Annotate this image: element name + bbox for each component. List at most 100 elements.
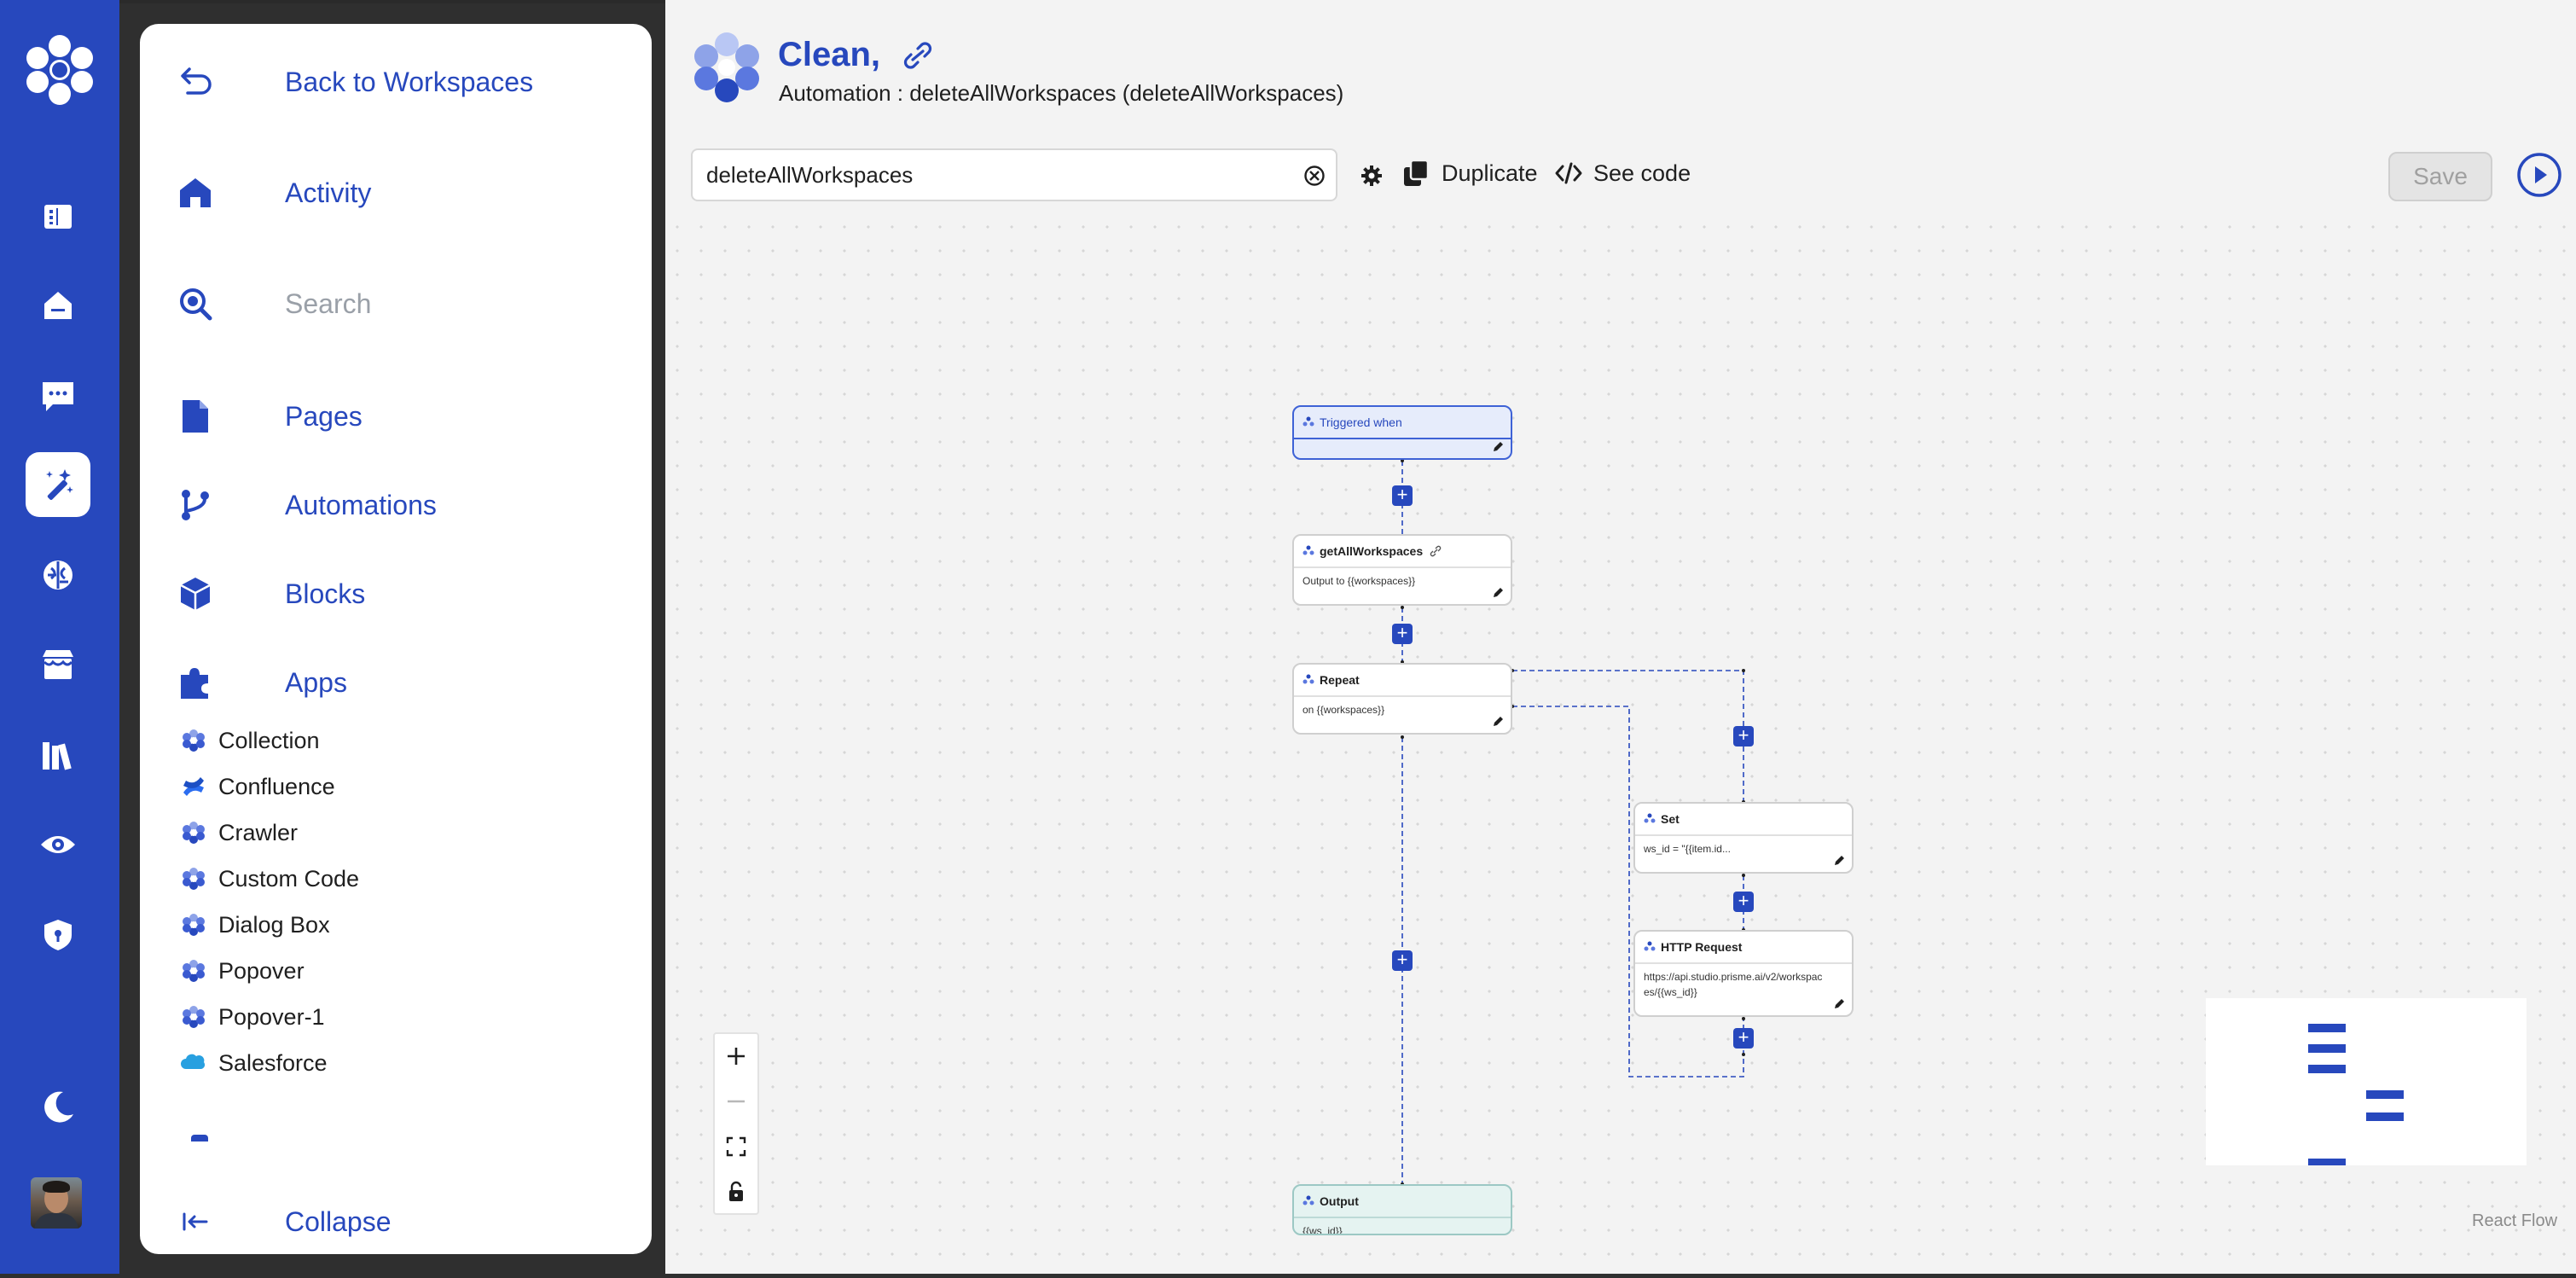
search-icon (180, 288, 212, 321)
page-icon (183, 400, 208, 433)
save-button[interactable]: Save (2388, 152, 2492, 201)
link-icon[interactable] (899, 41, 937, 72)
magic-wand-icon (46, 469, 73, 500)
instruction-icon (1303, 674, 1314, 684)
node-title: Set (1661, 812, 1680, 826)
fit-view-icon (726, 1136, 746, 1157)
rail-security-button[interactable] (26, 903, 90, 967)
minimap-node (2366, 1090, 2404, 1099)
dashboard-icon (44, 205, 72, 229)
sidebar-item-pages[interactable]: Pages (177, 396, 363, 437)
edit-icon[interactable] (1833, 855, 1845, 867)
app-item-dialog-box[interactable]: Dialog Box (181, 908, 330, 942)
zoom-out-button[interactable] (715, 1079, 757, 1124)
output-node[interactable]: Output {{ws_id}} (1292, 1184, 1512, 1235)
sidebar-item-activity[interactable]: Activity (177, 172, 371, 213)
app-item-popover[interactable]: Popover (181, 954, 305, 988)
edit-icon[interactable] (1833, 998, 1845, 1010)
rail-builder-button[interactable] (26, 452, 90, 517)
minimap-node (2308, 1044, 2346, 1053)
add-step-button[interactable]: + (1733, 892, 1754, 912)
node-body: ws_id = "{{item.id... (1644, 843, 1731, 855)
rail-library-button[interactable] (26, 723, 90, 788)
app-item-label: Crawler (218, 819, 299, 845)
get-all-workspaces-node[interactable]: getAllWorkspaces Output to {{workspaces}… (1292, 534, 1512, 606)
app-item-crawler[interactable]: Crawler (181, 816, 298, 850)
prisme-app-icon (183, 960, 205, 982)
add-step-button[interactable]: + (1392, 485, 1413, 506)
confluence-icon (183, 777, 204, 796)
duplicate-button[interactable]: Duplicate (1402, 159, 1538, 188)
chat-icon (43, 382, 73, 411)
lock-button[interactable] (715, 1170, 757, 1214)
app-item-collection[interactable]: Collection (181, 723, 320, 758)
http-request-node[interactable]: HTTP Request https://api.studio.prisme.a… (1633, 930, 1854, 1017)
see-code-button[interactable]: See code (1554, 159, 1691, 188)
rail-chat-button[interactable] (26, 363, 90, 428)
sidebar-item-apps[interactable]: Apps (177, 662, 347, 703)
prisme-app-logo-icon (694, 32, 759, 102)
sidebar-item-search[interactable]: Search (177, 283, 371, 324)
react-flow-attribution[interactable]: React Flow (2472, 1211, 2558, 1230)
gear-icon[interactable] (1360, 164, 1384, 188)
add-step-button[interactable]: + (1733, 726, 1754, 746)
sidebar-item-blocks[interactable]: Blocks (177, 573, 365, 614)
clear-icon[interactable] (1303, 165, 1326, 187)
repeat-node[interactable]: Repeat on {{workspaces}} (1292, 663, 1512, 735)
app-item-confluence[interactable]: Confluence (181, 770, 335, 804)
set-node[interactable]: Set ws_id = "{{item.id... (1633, 802, 1854, 874)
app-item-label: Dialog Box (218, 911, 330, 938)
prisme-app-icon (183, 1006, 205, 1028)
rail-eye-button[interactable] (26, 812, 90, 877)
app-item-popover-1[interactable]: Popover-1 (181, 1000, 325, 1034)
app-item-salesforce[interactable]: Salesforce (181, 1046, 328, 1080)
automation-name-input[interactable] (691, 148, 1337, 201)
fit-view-button[interactable] (715, 1124, 757, 1169)
trigger-node[interactable]: Triggered when (1292, 405, 1512, 460)
sidebar-item-label: Pages (285, 400, 363, 432)
sidebar-item-label: Apps (285, 666, 347, 698)
node-body: Output to {{workspaces}} (1303, 575, 1416, 587)
node-body: https://api.studio.prisme.ai/v2/workspac… (1644, 971, 1823, 998)
editor-header: Clean, Automation : deleteAllWorkspaces … (665, 0, 2576, 205)
prisme-logo-icon[interactable] (24, 34, 96, 106)
edit-icon[interactable] (1492, 441, 1504, 453)
minimap[interactable] (2206, 998, 2527, 1165)
flow-canvas[interactable]: Triggered when + getAllWorkspaces Output… (665, 0, 2576, 1274)
instruction-icon (1644, 813, 1656, 823)
prisme-app-icon (183, 868, 205, 890)
app-item-custom-code[interactable]: Custom Code (181, 862, 359, 896)
moon-icon (44, 1091, 73, 1123)
add-step-button[interactable]: + (1392, 624, 1413, 644)
branch-icon (182, 490, 209, 520)
edit-icon[interactable] (1492, 716, 1504, 728)
sidebar-item-label: Blocks (285, 578, 366, 609)
duplicate-label: Duplicate (1442, 160, 1538, 186)
node-title: HTTP Request (1661, 940, 1743, 954)
rail-home-button[interactable] (26, 273, 90, 338)
zoom-in-button[interactable] (715, 1034, 757, 1078)
salesforce-icon (181, 1054, 206, 1069)
code-icon (1555, 162, 1582, 184)
app-item-label: Popover (218, 957, 305, 984)
add-step-button[interactable]: + (1733, 1028, 1754, 1049)
avatar[interactable] (31, 1177, 82, 1229)
minus-icon (728, 1100, 745, 1103)
edit-icon[interactable] (1492, 587, 1504, 599)
back-to-workspaces-link[interactable]: Back to Workspaces (177, 63, 533, 101)
app-item-label: Collection (218, 727, 320, 753)
rail-dashboard-button[interactable] (26, 184, 90, 249)
app-item-label: Salesforce (218, 1049, 328, 1076)
minimap-node (2308, 1159, 2346, 1165)
left-rail (0, 0, 119, 1274)
theme-toggle-button[interactable] (26, 1075, 90, 1140)
collapse-icon (183, 1212, 208, 1231)
puzzle-icon (181, 668, 208, 699)
add-step-button[interactable]: + (1392, 950, 1413, 971)
rail-store-button[interactable] (26, 633, 90, 698)
duplicate-icon (1404, 159, 1430, 186)
rail-brain-button[interactable] (26, 543, 90, 607)
run-icon[interactable] (2516, 152, 2562, 198)
sidebar-item-automations[interactable]: Automations (177, 485, 437, 526)
collapse-button[interactable]: Collapse (177, 1203, 392, 1240)
